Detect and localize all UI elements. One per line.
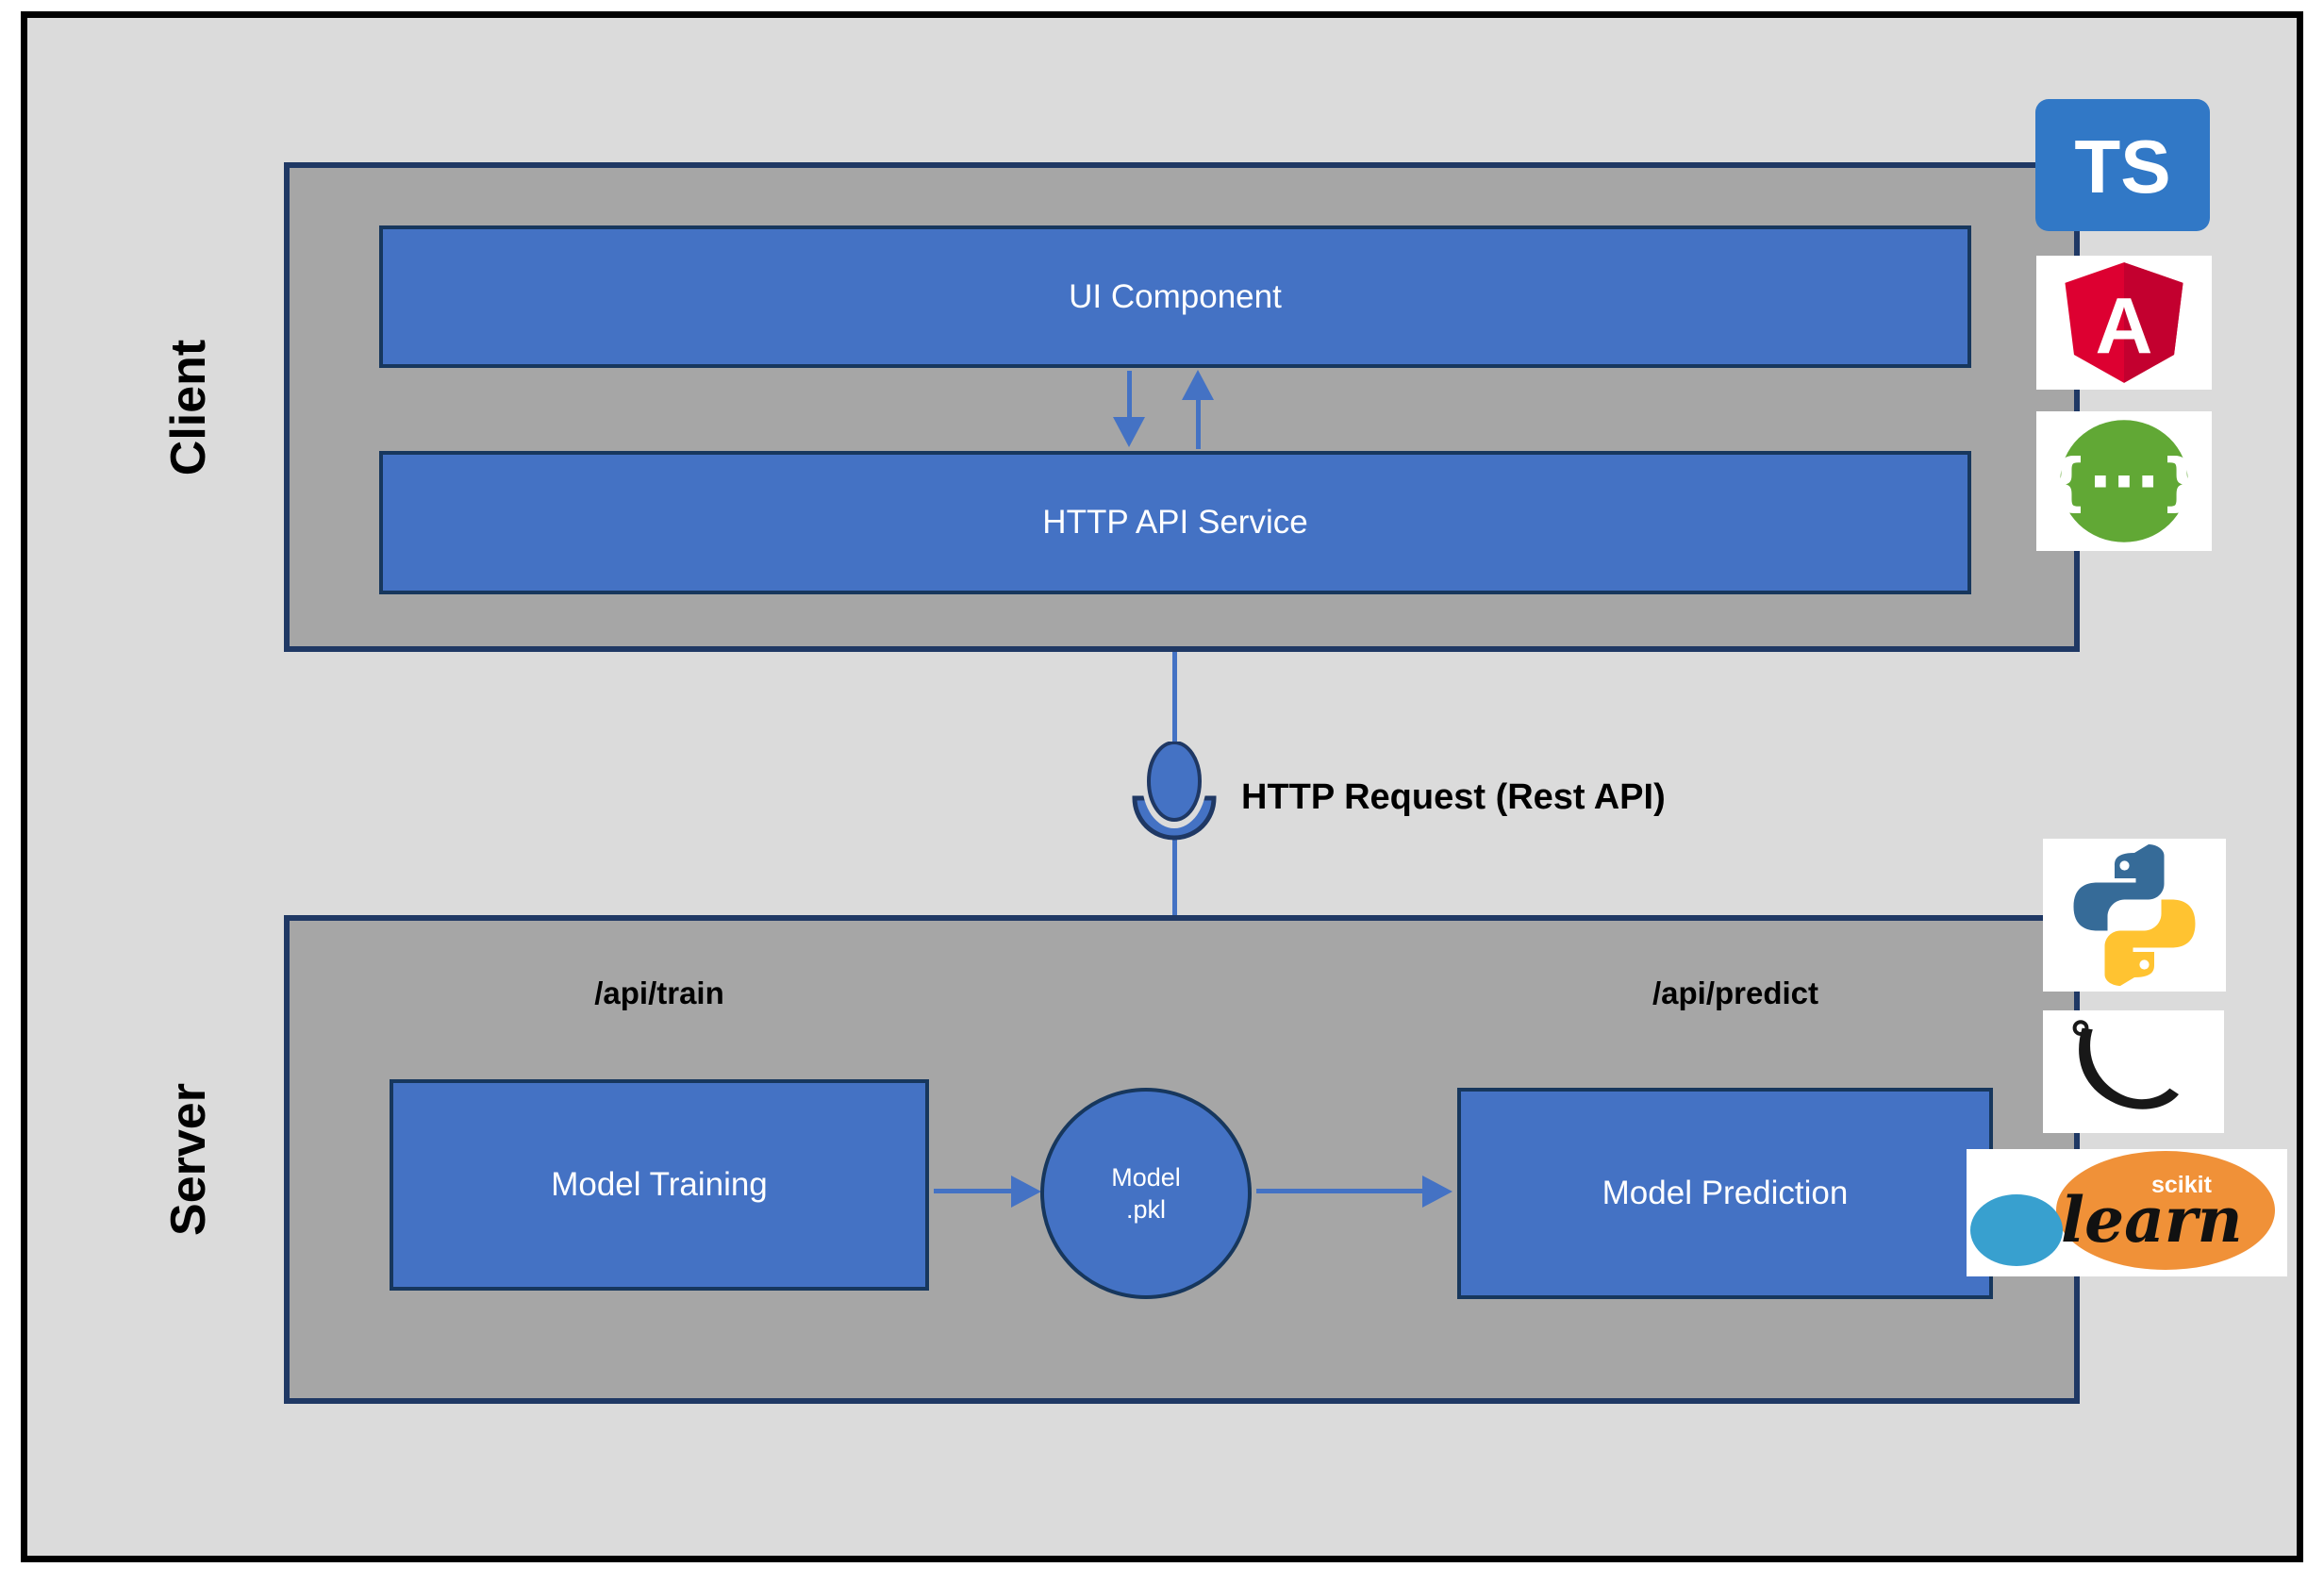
arrow-up-shaft [1196, 398, 1201, 449]
arrow-down-icon [1113, 417, 1145, 447]
server-group-label: Server [161, 1083, 216, 1236]
train-to-pkl-arrowhead-icon [1011, 1175, 1041, 1208]
arrow-up-icon [1182, 370, 1214, 400]
http-api-service-box: HTTP API Service [379, 451, 1971, 594]
angular-shield-icon: A [2065, 262, 2183, 383]
typescript-logo-text: TS [2074, 125, 2171, 208]
swagger-circle-icon: {···} [2056, 420, 2192, 542]
python-snakes-icon [2073, 844, 2196, 986]
model-pkl-line2: .pkl [1125, 1195, 1167, 1224]
python-logo-icon [2043, 839, 2226, 992]
model-training-label: Model Training [551, 1166, 768, 1203]
typescript-logo-icon: TS [2035, 99, 2210, 231]
scikit-learn-logo-icon: scikit learn [1967, 1149, 2287, 1276]
sklearn-learn-text: learn [2061, 1183, 2243, 1257]
sklearn-scikit-text: scikit [2151, 1172, 2212, 1198]
model-prediction-box: Model Prediction [1457, 1088, 1993, 1299]
api-predict-endpoint-label: /api/predict [1652, 975, 1819, 1010]
flask-horn-icon [2072, 1020, 2179, 1109]
ui-component-box: UI Component [379, 225, 1971, 368]
http-api-service-label: HTTP API Service [1042, 504, 1308, 541]
model-pkl-line1: Model [1111, 1163, 1181, 1192]
model-training-box: Model Training [390, 1079, 929, 1291]
angular-letter: A [2096, 282, 2153, 371]
http-request-label: HTTP Request (Rest API) [1241, 777, 1666, 817]
model-pkl-circle: Model .pkl [1040, 1088, 1252, 1299]
pkl-to-predict-arrow-shaft [1256, 1189, 1424, 1193]
client-group-label: Client [161, 339, 216, 476]
microphone-icon [1132, 742, 1217, 841]
flask-logo-icon [2043, 1010, 2224, 1133]
swagger-braces-glyph: {···} [2056, 445, 2192, 518]
pkl-to-predict-arrowhead-icon [1422, 1175, 1452, 1208]
model-prediction-label: Model Prediction [1602, 1175, 1849, 1211]
train-to-pkl-arrow-shaft [934, 1189, 1013, 1193]
sklearn-blue-blob-icon [1970, 1194, 2063, 1266]
ui-component-label: UI Component [1069, 277, 1282, 315]
angular-logo-icon: A [2036, 256, 2212, 390]
arrow-down-shaft [1127, 371, 1132, 420]
swagger-logo-icon: {···} [2036, 411, 2212, 551]
api-train-endpoint-label: /api/train [594, 975, 724, 1010]
sklearn-orange-blob-icon [2056, 1151, 2275, 1270]
